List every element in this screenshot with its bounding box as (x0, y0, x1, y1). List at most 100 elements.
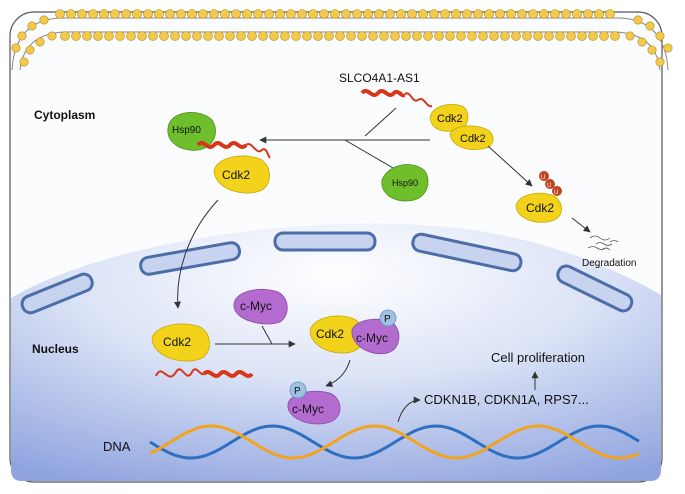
lipid-head (566, 31, 576, 41)
lipid-head (588, 31, 598, 41)
lipid-head (176, 9, 186, 19)
lipid-head (440, 9, 450, 19)
ub-cdk2-label: Cdk2 (526, 201, 554, 215)
lipid-head (655, 57, 665, 67)
hsp90-free: Hsp90 (381, 164, 429, 202)
complex-hsp90-label: Hsp90 (172, 125, 201, 136)
dna-label: DNA (103, 439, 131, 454)
lipid-head (583, 9, 593, 19)
lipid-head (506, 9, 516, 19)
nucleus-label: Nucleus (32, 342, 79, 356)
lipid-head (308, 9, 318, 19)
lipid-head (517, 9, 527, 19)
arrow-transcription (397, 396, 421, 423)
ub-label-1: U (541, 175, 545, 181)
lipid-head (533, 31, 543, 41)
lipid-head (110, 9, 120, 19)
nuclear-cdk2-rna: Cdk2 (151, 323, 254, 378)
cmyc-free: c-Myc (233, 288, 288, 325)
lipid-head (88, 9, 98, 19)
lipid-head (434, 31, 444, 41)
dna-strand-blue (149, 424, 640, 460)
lipid-head (484, 9, 494, 19)
lipid-head (126, 31, 136, 41)
arrow-degradation (571, 217, 591, 233)
lncrna-connector (364, 107, 397, 137)
lipid-head (528, 9, 538, 19)
lipid-head (324, 31, 334, 41)
ub-label-2: U (547, 183, 551, 189)
lipid-head (148, 31, 158, 41)
cytoplasm-label: Cytoplasm (34, 108, 95, 122)
lipid-head (478, 31, 488, 41)
lipid-head (462, 9, 472, 19)
lipid-head (637, 37, 647, 47)
lipid-head (60, 31, 70, 41)
lipid-head (346, 31, 356, 41)
lipid-head (104, 31, 114, 41)
lipid-head (550, 9, 560, 19)
lipid-head (407, 9, 417, 19)
lipid-head (385, 9, 395, 19)
lipid-head (396, 9, 406, 19)
complex-cmyc-label: c-Myc (356, 331, 388, 345)
hsp90-free-label: Hsp90 (392, 178, 418, 188)
lipid-head (390, 31, 400, 41)
lipid-head (401, 31, 411, 41)
arrow-ubiquitination (487, 145, 533, 187)
lipid-head (192, 31, 202, 41)
lipid-head (577, 31, 587, 41)
lipid-head (633, 15, 643, 25)
lipid-head (47, 31, 57, 41)
lipid-head (429, 9, 439, 19)
lipid-head (39, 15, 49, 25)
lipid-head (544, 31, 554, 41)
dna-helix (149, 424, 640, 460)
lipid-head (231, 9, 241, 19)
lipid-head (599, 31, 609, 41)
lipid-head (280, 31, 290, 41)
lipid-head (203, 31, 213, 41)
lipid-head (500, 31, 510, 41)
lipid-head (275, 9, 285, 19)
lipid-head (35, 37, 45, 47)
lipid-head (121, 9, 131, 19)
lipid-head (511, 31, 521, 41)
lipid-head (17, 31, 27, 41)
lipid-head (594, 9, 604, 19)
cmyc-free-label: c-Myc (240, 299, 272, 313)
lipid-head (341, 9, 351, 19)
lipid-head (655, 31, 665, 41)
lipid-head (77, 9, 87, 19)
lipid-head (352, 9, 362, 19)
lipid-head (269, 31, 279, 41)
lipid-head (663, 43, 673, 53)
lipid-heads (11, 9, 673, 67)
degradation-label: Degradation (582, 258, 636, 269)
lipid-head (143, 9, 153, 19)
nuclear-cdk2-label: Cdk2 (163, 335, 191, 349)
lipid-head (137, 31, 147, 41)
cmyc-connector (261, 325, 273, 345)
lncrna-top (360, 89, 433, 108)
lipid-head (647, 45, 657, 55)
lipid-head (467, 31, 477, 41)
lipid-head (291, 31, 301, 41)
lipid-head (66, 9, 76, 19)
lipid-head (363, 9, 373, 19)
lipid-head (55, 9, 65, 19)
hsp90-rna-cdk2-complex: Hsp90 Cdk2 (167, 112, 271, 194)
lipid-head (561, 9, 571, 19)
pcmyc-free: c-Myc P (287, 381, 341, 425)
lipid-head (335, 31, 345, 41)
lipid-head (242, 9, 252, 19)
lipid-head (286, 9, 296, 19)
lipid-head (187, 9, 197, 19)
lipid-head (539, 9, 549, 19)
complex-phospho-label: P (384, 314, 391, 325)
lipid-head (522, 31, 532, 41)
lipid-head (374, 9, 384, 19)
lipid-head (82, 31, 92, 41)
